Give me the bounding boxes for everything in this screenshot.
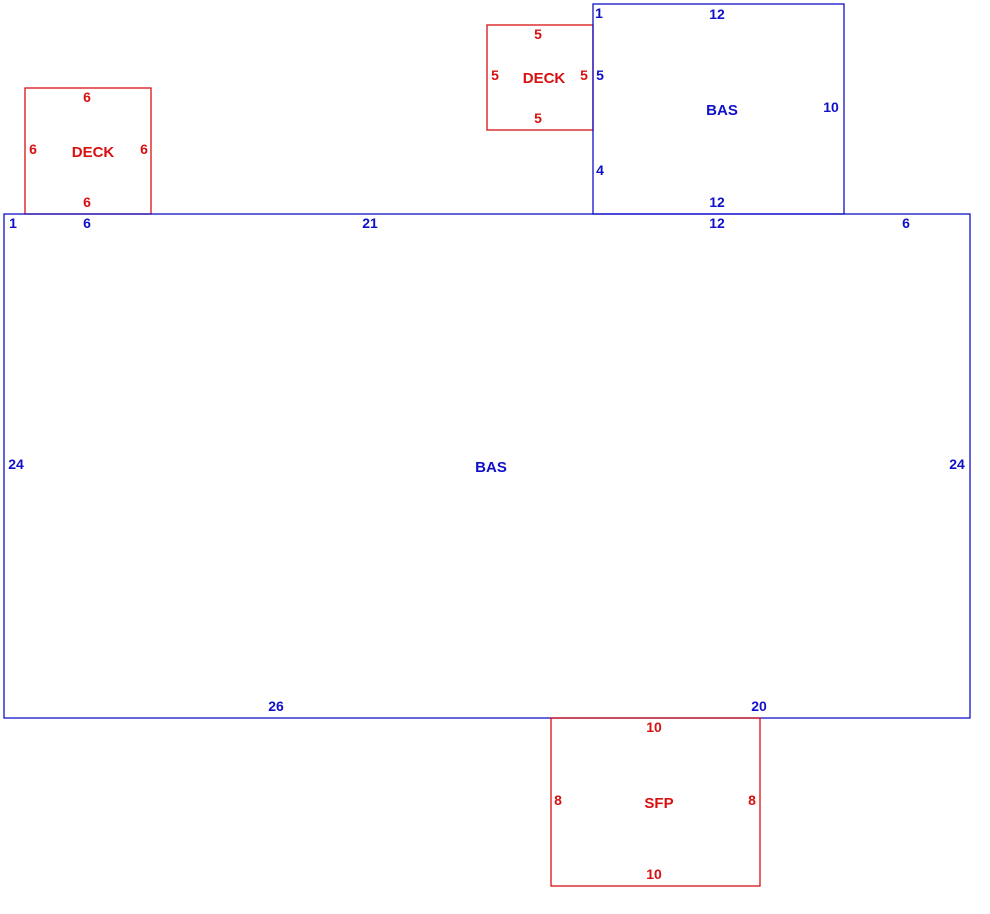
- sfp-top-dim: 10: [646, 719, 662, 735]
- bas-upper-top-dim: 12: [709, 6, 725, 22]
- bas-upper-area: 1 12 5 4 10 12 BAS: [592, 3, 845, 215]
- bas-main-left-dim: 24: [8, 456, 24, 472]
- bas-main-label: BAS: [475, 459, 507, 476]
- bas-upper-corner-dim: 1: [595, 5, 603, 21]
- sfp-outline: [550, 717, 761, 887]
- sfp-left-dim: 8: [554, 792, 562, 808]
- bas-main-bottom-dim-2: 20: [751, 698, 767, 714]
- bas-main-corner-dim: 1: [9, 215, 17, 231]
- bas-upper-left-lower-dim: 4: [596, 162, 604, 178]
- deck-left-left-dim: 6: [29, 141, 37, 157]
- deck-left-right-dim: 6: [140, 141, 148, 157]
- bas-main-area: 1 6 21 12 6 24 24 26 20 BAS: [3, 213, 971, 719]
- bas-main-bottom-dim-1: 26: [268, 698, 284, 714]
- deck-top-left-dim: 5: [491, 67, 499, 83]
- bas-upper-right-dim: 10: [823, 99, 839, 115]
- sfp-right-dim: 8: [748, 792, 756, 808]
- sfp-label: SFP: [644, 795, 673, 812]
- deck-left-bottom-dim: 6: [83, 194, 91, 210]
- bas-upper-left-upper-dim: 5: [596, 67, 604, 83]
- bas-main-top-dim-3: 12: [709, 215, 725, 231]
- bas-upper-bottom-dim: 12: [709, 194, 725, 210]
- deck-top-label: DECK: [523, 70, 566, 87]
- bas-main-outline: [3, 213, 971, 719]
- bas-main-top-dim-4: 6: [902, 215, 910, 231]
- bas-main-top-dim-2: 21: [362, 215, 378, 231]
- deck-top-top-dim: 5: [534, 26, 542, 42]
- deck-top-bottom-dim: 5: [534, 110, 542, 126]
- deck-left-top-dim: 6: [83, 89, 91, 105]
- deck-left-area: 6 6 6 6 DECK: [24, 87, 152, 215]
- sfp-bottom-dim: 10: [646, 866, 662, 882]
- sfp-area: 10 8 8 10 SFP: [550, 717, 761, 887]
- deck-top-area: 5 5 5 5 DECK: [486, 24, 594, 131]
- bas-upper-label: BAS: [706, 102, 738, 119]
- deck-top-right-dim: 5: [580, 67, 588, 83]
- bas-main-right-dim: 24: [949, 456, 965, 472]
- bas-main-top-dim-1: 6: [83, 215, 91, 231]
- deck-left-label: DECK: [72, 144, 115, 161]
